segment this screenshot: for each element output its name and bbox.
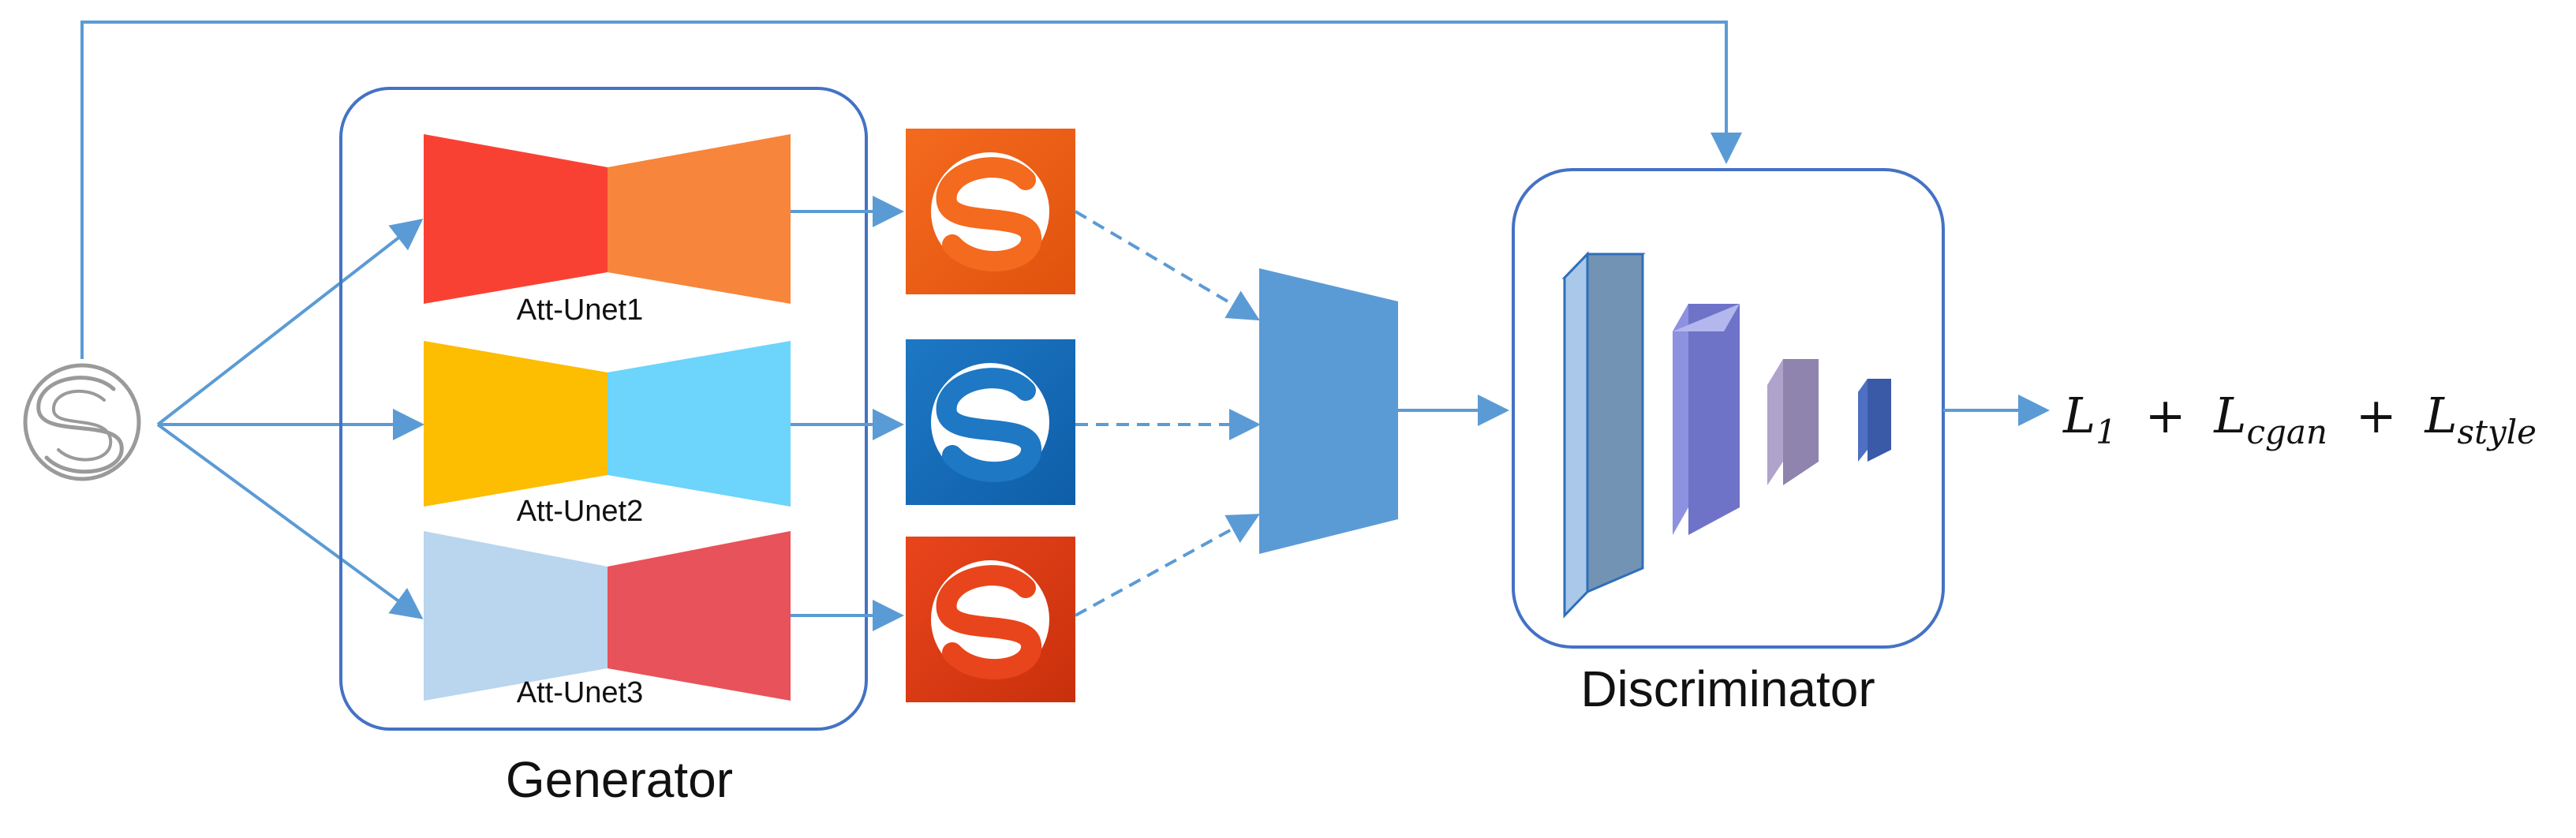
att-unet2-encoder <box>424 341 608 507</box>
att-unet2-label: Att-Unet2 <box>517 495 644 528</box>
output-tile-2 <box>906 339 1075 505</box>
output-to-fusion-arrows <box>1074 210 1261 617</box>
unet-to-output-arrows <box>791 196 904 631</box>
s-logo-tile-icon <box>931 560 1049 679</box>
loss-plus-2: + <box>2356 387 2397 444</box>
att-unet1-decoder <box>608 134 791 304</box>
att-unet1-encoder <box>424 134 608 304</box>
arrow-to-unet3 <box>156 423 424 619</box>
output-tile-3 <box>906 537 1075 702</box>
input-s-logo-icon <box>23 363 141 481</box>
output-tile-1 <box>906 129 1075 294</box>
loss-formula: L1 + Lcgan + Lstyle <box>2062 387 2537 455</box>
att-unet2-block: Att-Unet2 <box>424 341 791 528</box>
loss-term-l1-sub: 1 <box>2096 413 2117 451</box>
loss-term-l1: L <box>2062 387 2096 444</box>
att-unet3-encoder <box>424 531 608 701</box>
att-unet2-decoder <box>608 341 791 507</box>
skip-connection-arrow <box>80 21 1742 359</box>
discriminator-layer-3 <box>1767 359 1819 485</box>
arrow-to-unet1 <box>156 219 424 426</box>
loss-term-lstyle-sub: style <box>2458 413 2537 451</box>
att-unet1-block: Att-Unet1 <box>424 134 791 327</box>
att-unet3-block: Att-Unet3 <box>424 531 791 709</box>
discriminator-frame <box>1512 168 1945 649</box>
fusion-block <box>1259 268 1398 554</box>
att-unet3-label: Att-Unet3 <box>517 676 644 709</box>
generator-title: Generator <box>506 751 733 808</box>
loss-term-lcgan: L <box>2213 387 2246 444</box>
loss-term-lcgan-sub: cgan <box>2246 413 2327 451</box>
generator-frame <box>339 87 868 731</box>
att-unet3-decoder <box>608 531 791 701</box>
att-unet1-label: Att-Unet1 <box>517 294 644 327</box>
discriminator-layer-4 <box>1858 379 1891 462</box>
s-logo-tile-icon <box>931 363 1049 482</box>
loss-term-lstyle: L <box>2424 387 2457 444</box>
input-fanout-arrows <box>156 219 424 619</box>
s-logo-tile-icon <box>931 152 1049 271</box>
loss-plus-1: + <box>2145 387 2186 444</box>
discriminator-layer-2 <box>1673 304 1740 535</box>
discriminator-title: Discriminator <box>1580 660 1875 717</box>
discriminator-layer-1 <box>1561 251 1646 619</box>
